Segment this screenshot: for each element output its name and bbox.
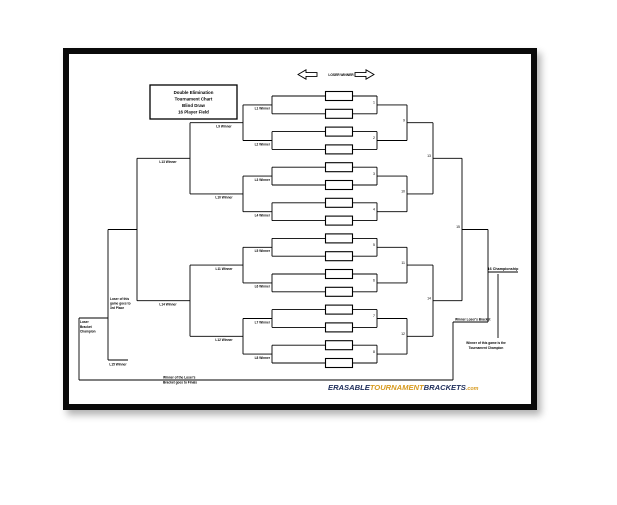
game-label: L13 Winner bbox=[159, 160, 177, 164]
player-box bbox=[324, 340, 354, 351]
player-box bbox=[324, 179, 354, 191]
game-label: L4 Winner bbox=[255, 214, 271, 218]
game-label: 11 bbox=[401, 261, 405, 265]
loser-bracket-champion-label: Bracket bbox=[80, 325, 93, 329]
game-label: 5 bbox=[373, 243, 375, 247]
game-label: 10 bbox=[401, 190, 405, 194]
game-label: 6 bbox=[373, 279, 375, 283]
loser-direction-label: LOSER bbox=[328, 73, 340, 77]
game-label: L3 Winner bbox=[255, 178, 271, 182]
championship-label: 16 Championship bbox=[488, 267, 519, 271]
game-label: 14 bbox=[427, 296, 431, 300]
player-box bbox=[324, 197, 354, 208]
game-label: 9 bbox=[403, 118, 405, 122]
game-label: 4 bbox=[373, 207, 375, 211]
brand-wordmark: ERASABLETOURNAMENTBRACKETS.com bbox=[328, 383, 479, 392]
game-label: L5 Winner bbox=[255, 249, 271, 253]
winners-game-labels: 1 2 3 4 5 6 7 8 9 10 11 12 13 14 15 16 C… bbox=[373, 101, 519, 354]
player-box bbox=[324, 322, 354, 333]
direction-legend: LOSER WINNER bbox=[297, 69, 375, 80]
player-box bbox=[324, 126, 354, 137]
game-label: 1 bbox=[373, 101, 375, 105]
player-box bbox=[324, 90, 354, 102]
player-box bbox=[324, 233, 354, 244]
brand-part-tournament: TOURNAMENT bbox=[370, 383, 425, 392]
title-line: Blind Draw bbox=[182, 103, 206, 108]
game-label: 3 bbox=[373, 172, 375, 176]
left-arrow-icon bbox=[297, 69, 318, 80]
winners-bracket-lines bbox=[376, 96, 518, 363]
game-label: L12 Winner bbox=[215, 338, 233, 342]
third-place-note: 3rd Place bbox=[110, 306, 124, 310]
title-line: Double Elimination bbox=[174, 90, 214, 95]
title-box: Double Elimination Tournament Chart Blin… bbox=[149, 84, 238, 120]
player-box bbox=[324, 162, 354, 173]
winner-direction-label: WINNER bbox=[340, 73, 354, 77]
game-label: L2 Winner bbox=[255, 142, 271, 146]
lb-winner-note: Bracket goes to Finals bbox=[163, 380, 197, 384]
player-box bbox=[324, 268, 354, 280]
third-place-note: game goes to bbox=[110, 302, 131, 306]
title-line: Tournament Chart bbox=[175, 97, 213, 102]
player-box bbox=[324, 304, 354, 315]
game-label: 13 bbox=[427, 154, 431, 158]
champion-note: Winner of this game is the bbox=[466, 341, 506, 345]
player-box bbox=[324, 286, 354, 297]
player-boxes bbox=[324, 90, 354, 369]
game-label: L15 Winner bbox=[109, 362, 127, 366]
loser-bracket-champion-label: Loser bbox=[80, 320, 89, 324]
player-box bbox=[324, 215, 354, 226]
game-label: L7 Winner bbox=[255, 320, 271, 324]
game-label: L6 Winner bbox=[255, 285, 271, 289]
player-box bbox=[324, 357, 354, 369]
brand-part-dotcom: .com bbox=[466, 386, 479, 392]
losers-bracket-lines bbox=[78, 96, 488, 381]
champion-note: Tournament Champion bbox=[469, 346, 504, 350]
game-label: L10 Winner bbox=[215, 196, 233, 200]
game-label: 8 bbox=[373, 350, 375, 354]
player-box bbox=[324, 251, 354, 262]
game-label: L1 Winner bbox=[255, 107, 271, 111]
winner-losers-bracket-label: Winner Loser's Bracket bbox=[455, 317, 491, 321]
tournament-poster: Double Elimination Tournament Chart Blin… bbox=[63, 48, 537, 410]
lb-winner-note: Winner of the Loser's bbox=[163, 376, 196, 380]
title-line: 16 Player Field bbox=[178, 110, 209, 115]
bracket-chart: Double Elimination Tournament Chart Blin… bbox=[78, 69, 519, 392]
brand-part-erasable: ERASABLE bbox=[328, 383, 371, 392]
brand-part-brackets: BRACKETS bbox=[424, 383, 466, 392]
loser-bracket-champion-label: Champion bbox=[80, 330, 96, 334]
player-box bbox=[324, 108, 354, 119]
player-box bbox=[324, 144, 354, 155]
game-label: L9 Winner bbox=[216, 125, 232, 129]
game-label: L14 Winner bbox=[159, 303, 177, 307]
game-label: L8 Winner bbox=[255, 356, 271, 360]
third-place-note: Loser of this bbox=[110, 297, 129, 301]
game-label: 15 bbox=[456, 225, 460, 229]
game-label: 12 bbox=[401, 332, 405, 336]
chart-notes: Loser of this game goes to 3rd Place Los… bbox=[80, 297, 506, 384]
box-connector-lines bbox=[272, 95, 377, 364]
game-label: 2 bbox=[373, 136, 375, 140]
game-label: 7 bbox=[373, 314, 375, 318]
right-arrow-icon bbox=[354, 69, 375, 80]
losers-game-labels: L1 Winner L2 Winner L3 Winner L4 Winner … bbox=[109, 107, 270, 367]
game-label: L11 Winner bbox=[216, 267, 234, 271]
